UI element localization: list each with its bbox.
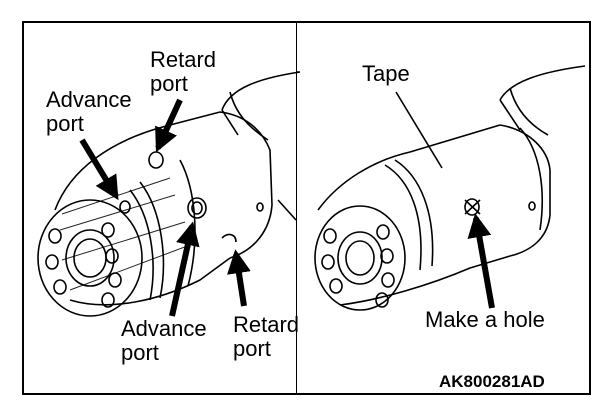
left-arrows — [79, 98, 251, 317]
left-camshaft-drawing — [37, 71, 301, 317]
figure-frame — [22, 21, 591, 395]
arrow-retard-bottom — [227, 249, 251, 307]
figure-code: AK800281AD — [439, 372, 545, 391]
label-advance-port-top-line1: Advance — [46, 87, 132, 112]
label-advance-port-top-line2: port — [46, 111, 84, 136]
label-advance-port-bottom-line1: Advance — [121, 316, 207, 341]
label-make-a-hole: Make a hole — [425, 307, 545, 332]
tape-leader-line — [395, 91, 443, 169]
label-tape: Tape — [362, 61, 410, 86]
right-camshaft-drawing — [314, 65, 586, 311]
arrow-make-hole — [467, 213, 495, 309]
arrow-retard-top — [155, 98, 183, 153]
label-advance-port-top: Advance port — [46, 88, 132, 136]
label-advance-port-bottom: Advance port — [121, 317, 207, 365]
label-retard-port-bottom-line2: port — [233, 336, 271, 361]
right-arrows — [395, 91, 495, 309]
label-retard-port-bottom: Retard port — [233, 313, 299, 361]
arrow-advance-bottom — [169, 221, 200, 317]
label-retard-port-bottom-line1: Retard — [233, 312, 300, 337]
panel-divider — [296, 21, 297, 395]
label-retard-port-top: Retard port — [150, 48, 216, 96]
label-advance-port-bottom-line2: port — [121, 340, 159, 365]
label-retard-port-top-line2: port — [150, 71, 188, 96]
arrow-advance-top — [79, 138, 119, 201]
label-retard-port-top-line1: Retard — [150, 47, 217, 72]
